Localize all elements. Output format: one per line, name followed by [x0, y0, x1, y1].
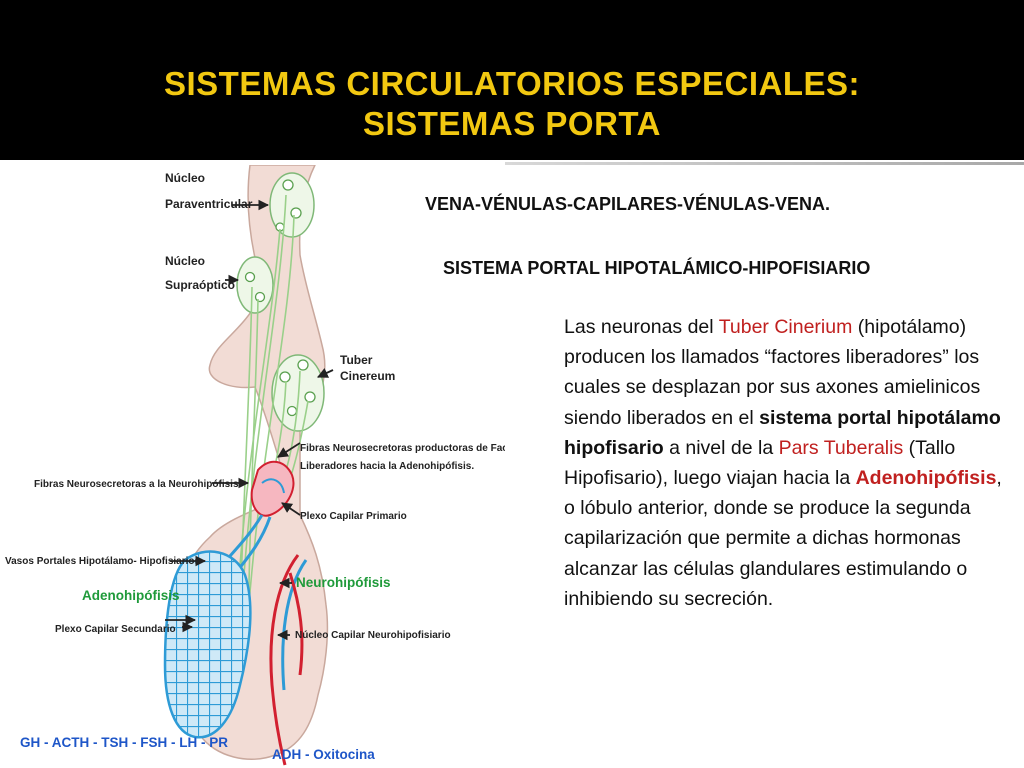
- label-tuber-2: Cinereum: [340, 369, 395, 383]
- label-fibras-factores-2: Liberadores hacia la Adenohipófisis.: [300, 461, 474, 472]
- slide-title: SISTEMAS CIRCULATORIOS ESPECIALES: SISTE…: [0, 64, 1024, 144]
- para-text-1: Las neuronas del: [564, 316, 719, 338]
- label-hormonas-neuro: ADH - Oxitocina: [272, 747, 375, 762]
- label-plexo-secundario: Plexo Capilar Secundario: [55, 624, 176, 635]
- heading-vena-venulas: VENA-VÉNULAS-CAPILARES-VÉNULAS-VENA.: [425, 194, 831, 214]
- label-hormonas-adeno: GH - ACTH - TSH - FSH - LH - PR: [20, 735, 228, 750]
- slide-title-line-1: SISTEMAS CIRCULATORIOS ESPECIALES:: [163, 65, 860, 103]
- para-text-3: a nivel de la: [663, 436, 779, 459]
- para-sistema-portal: sistema portal hipotálamo hipofisario: [564, 406, 1001, 459]
- label-vasos-portales: Vasos Portales Hipotálamo- Hipofisiarios: [5, 556, 200, 567]
- label-plexo-primario: Plexo Capilar Primario: [300, 511, 407, 522]
- label-nucleo-paraventricular-1: Núcleo: [165, 171, 205, 185]
- slide-title-line-2: SISTEMAS PORTA: [363, 105, 661, 143]
- para-text-2: (hipotálamo) producen los llamados “fact…: [564, 316, 981, 429]
- para-tuber-cinerium: Tuber Cinerium: [718, 316, 853, 338]
- label-nucleo-paraventricular-2: Paraventricular: [165, 197, 253, 211]
- heading-sistema-portal: SISTEMA PORTAL HIPOTALÁMICO-HIPOFISIARIO: [443, 258, 871, 278]
- label-nucleo-capilar: Núcleo Capilar Neurohipofisiario: [295, 630, 451, 641]
- separator-line: [505, 162, 1024, 165]
- title-bar: SISTEMAS CIRCULATORIOS ESPECIALES: SISTE…: [0, 0, 1024, 160]
- para-pars-tuberalis: Pars Tuberalis: [778, 436, 904, 459]
- pituitary-diagram: Núcleo Paraventricular Núcleo Supraóptic…: [5, 165, 505, 766]
- label-nucleo-supraoptico-2: Supraóptico: [165, 278, 235, 292]
- description-paragraph: Las neuronas del Tuber Cinerium (hipotál…: [564, 312, 1014, 614]
- paraventricular-nucleus: [269, 172, 315, 238]
- label-nucleo-supraoptico-1: Núcleo: [165, 254, 205, 268]
- para-text-5: , o lóbulo anterior, donde se produce la…: [564, 467, 1002, 610]
- label-tuber-1: Tuber: [340, 353, 373, 367]
- para-adenohipofisis: Adenohipófisis: [855, 467, 997, 490]
- supraoptic-nucleus: [236, 256, 274, 314]
- label-fibras-neuro: Fibras Neurosecretoras a la Neurohipófis…: [34, 479, 239, 490]
- secondary-capillary-plexus: [163, 550, 252, 739]
- neuron-cells: [244, 179, 316, 417]
- label-fibras-factores-1: Fibras Neurosecretoras productoras de Fa…: [300, 443, 505, 454]
- para-text-4: (Tallo Hipofisario), luego viajan hacia …: [564, 436, 956, 490]
- label-neurohipofisis: Neurohipófisis: [296, 575, 391, 590]
- primary-capillary-plexus: [250, 460, 295, 517]
- label-adenohipofisis: Adenohipófisis: [82, 588, 180, 603]
- label-arrows: [165, 199, 334, 641]
